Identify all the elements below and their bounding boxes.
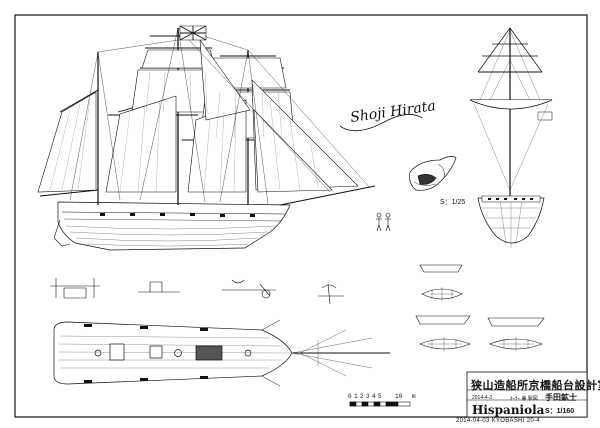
- ruler-mark: 3: [366, 393, 370, 400]
- ruler-mark: 0: [348, 393, 352, 400]
- figurehead-detail: [409, 156, 457, 191]
- ruler-mark: 10: [395, 393, 403, 400]
- drawing-scale: S：1/160: [545, 408, 575, 415]
- human-scale-figures: [376, 212, 391, 232]
- bow-elevation: [469, 27, 553, 248]
- ruler-mark: 2: [360, 393, 364, 400]
- side-elevation: [37, 25, 376, 251]
- ruler-unit: m: [412, 393, 416, 400]
- hull-profile: [57, 201, 291, 251]
- bowsprit: [279, 185, 376, 206]
- rudder: [53, 219, 71, 247]
- signature-flourish: [339, 114, 423, 132]
- drawing-date: 2014-4-3: [472, 395, 493, 401]
- sheet-border: [14, 14, 588, 418]
- flag: [179, 25, 207, 41]
- deck-fittings: [50, 278, 344, 305]
- ruler-mark: 4: [372, 393, 376, 400]
- figurehead-scale: S：1/25: [440, 199, 466, 206]
- jib-2: [253, 109, 333, 193]
- mizzen-sail: [37, 91, 97, 193]
- footer-note: 2014-04-03 KYOBASHI 20-4: [456, 418, 540, 424]
- ruler-mark: 5: [378, 393, 382, 400]
- deck-plan: [53, 319, 390, 387]
- title-block-frame: [466, 371, 588, 418]
- ships-boats: [415, 264, 545, 351]
- ruler-mark: 1: [354, 393, 358, 400]
- main-gaff-sail: [105, 95, 177, 193]
- drawer-name: 手田鉱士: [545, 392, 577, 402]
- sails: [37, 38, 359, 193]
- studio-name: 狭山造船所京橋船台設計室: [471, 379, 600, 392]
- staysail: [199, 38, 251, 121]
- gun-ports: [100, 213, 255, 217]
- ship-name: Hispaniola: [472, 403, 545, 417]
- scale-bar: [349, 401, 411, 407]
- drawer-label: ｵｰﾅｰ 兼 製図: [510, 396, 538, 402]
